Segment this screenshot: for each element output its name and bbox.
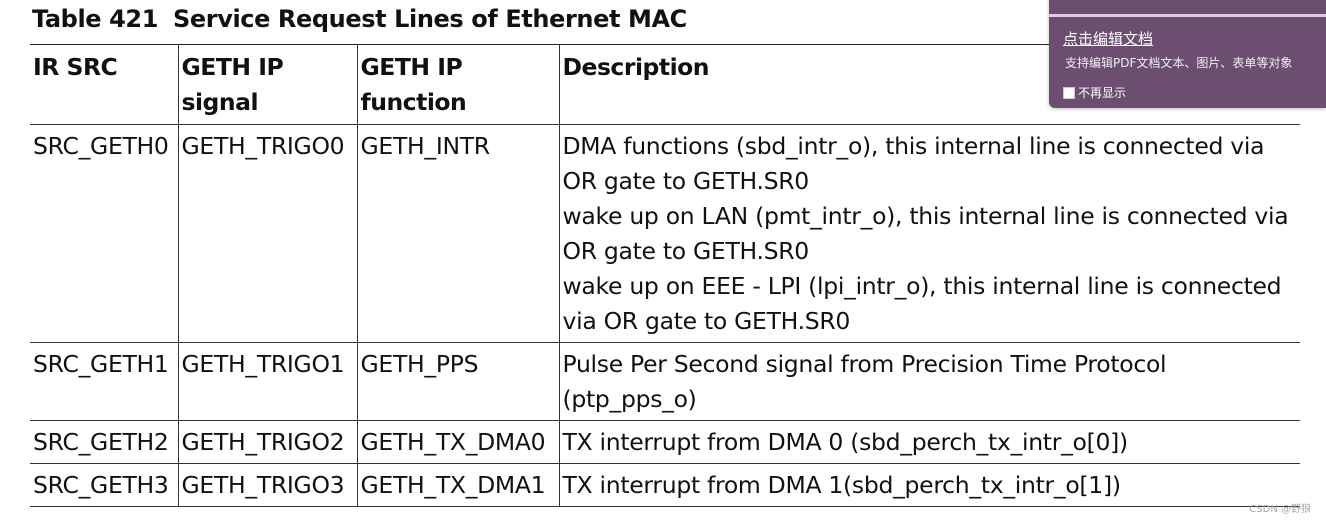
header-geth-ip-function: GETH IP function — [356, 44, 559, 125]
edit-document-popup: 点击编辑文档 支持编辑PDF文档文本、图片、表单等对象 不再显示 — [1049, 0, 1326, 108]
header-ir-src: IR SRC — [30, 44, 178, 125]
cell-signal: GETH_TRIGO1 — [177, 342, 357, 421]
description-line: wake up on EEE - LPI (lpi_intr_o), this … — [562, 272, 1282, 335]
table-row: SRC_GETH3 GETH_TRIGO3 GETH_TX_DMA1 TX in… — [30, 463, 1300, 507]
cell-ir-src: SRC_GETH0 — [30, 124, 178, 343]
dont-show-again-checkbox[interactable] — [1063, 86, 1075, 99]
cell-description: DMA functions (sbd_intr_o), this interna… — [558, 124, 1300, 343]
table-title: Service Request Lines of Ethernet MAC — [173, 5, 687, 33]
description-line: TX interrupt from DMA 0 (sbd_perch_tx_in… — [562, 428, 1129, 456]
table-row: SRC_GETH1 GETH_TRIGO1 GETH_PPS Pulse Per… — [30, 342, 1300, 421]
dont-show-again-label: 不再显示 — [1078, 86, 1127, 100]
cell-description: Pulse Per Second signal from Precision T… — [558, 342, 1300, 421]
cell-function: GETH_TX_DMA0 — [356, 420, 559, 464]
cell-description: TX interrupt from DMA 0 (sbd_perch_tx_in… — [558, 420, 1300, 464]
watermark: CSDN @野狼 — [1249, 504, 1311, 515]
description-line: wake up on LAN (pmt_intr_o), this intern… — [562, 202, 1289, 265]
popup-divider — [1049, 14, 1326, 17]
table-number: Table 421 — [32, 5, 159, 33]
table-row: SRC_GETH2 GETH_TRIGO2 GETH_TX_DMA0 TX in… — [30, 420, 1300, 464]
cell-function: GETH_TX_DMA1 — [356, 463, 559, 507]
cell-ir-src: SRC_GETH2 — [30, 420, 178, 464]
cell-ir-src: SRC_GETH3 — [30, 463, 178, 507]
table-caption: Table 421 Service Request Lines of Ethern… — [32, 5, 687, 33]
description-line: DMA functions (sbd_intr_o), this interna… — [562, 132, 1265, 195]
table-row: SRC_GETH0 GETH_TRIGO0 GETH_INTR DMA func… — [30, 124, 1300, 343]
dont-show-again-option[interactable]: 不再显示 — [1063, 84, 1126, 101]
header-geth-ip-signal: GETH IP signal — [177, 44, 357, 125]
cell-signal: GETH_TRIGO2 — [177, 420, 357, 464]
service-request-table: IR SRC GETH IP signal GETH IP function D… — [30, 44, 1300, 507]
popup-subtitle: 支持编辑PDF文档文本、图片、表单等对象 — [1065, 56, 1293, 70]
cell-function: GETH_INTR — [356, 124, 559, 343]
cell-ir-src: SRC_GETH1 — [30, 342, 178, 421]
description-line: TX interrupt from DMA 1(sbd_perch_tx_int… — [562, 471, 1121, 499]
edit-document-link[interactable]: 点击编辑文档 — [1063, 30, 1154, 48]
cell-function: GETH_PPS — [356, 342, 559, 421]
cell-signal: GETH_TRIGO3 — [177, 463, 357, 507]
cell-description: TX interrupt from DMA 1(sbd_perch_tx_int… — [558, 463, 1300, 507]
description-line: Pulse Per Second signal from Precision T… — [562, 350, 1167, 413]
cell-signal: GETH_TRIGO0 — [177, 124, 357, 343]
